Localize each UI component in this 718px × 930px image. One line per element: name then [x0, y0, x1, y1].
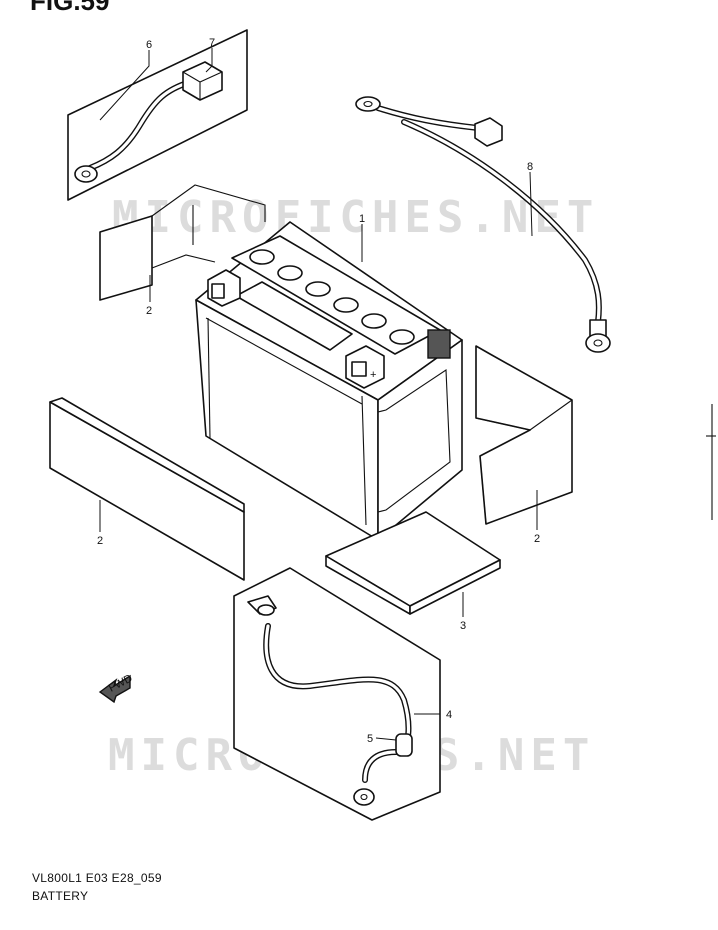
battery-vent-caps	[249, 249, 415, 345]
svg-text:+: +	[370, 369, 376, 381]
ring-terminal-bottom	[585, 333, 611, 353]
fwd-arrow-icon: FWD	[98, 672, 135, 704]
part-3-pad[interactable]	[325, 511, 501, 615]
diagram-code: VL800L1 E03 E28_059	[32, 871, 162, 885]
callout-2-upper: 2	[146, 305, 152, 317]
part-1-battery[interactable]: +	[195, 221, 463, 541]
part-5-boot	[395, 733, 413, 757]
callout-1: 1	[359, 213, 365, 225]
part-2-upper-pad[interactable]	[99, 184, 266, 301]
callout-2-left: 2	[97, 535, 103, 547]
ring-terminal-top	[355, 96, 381, 112]
diagram-name: BATTERY	[32, 889, 89, 903]
callout-8: 8	[527, 161, 533, 173]
part-8-cable[interactable]	[355, 96, 611, 353]
part-2-right-cover[interactable]	[475, 345, 573, 525]
callout-5: 5	[367, 733, 373, 745]
battery-terminal-negative	[207, 269, 241, 307]
callout-2-right: 2	[534, 533, 540, 545]
part-6-group[interactable]	[67, 29, 248, 201]
watermark-top: MICROFICHES.NET	[112, 192, 599, 243]
part-2-left-pad[interactable]	[49, 397, 245, 581]
battery-terminal-positive: +	[345, 345, 385, 389]
connector	[474, 117, 503, 147]
part-4-group[interactable]	[233, 567, 441, 821]
figure-title: FIG.59	[30, 0, 110, 16]
callout-7: 7	[209, 37, 215, 49]
part-7-connector[interactable]	[182, 61, 223, 101]
ring-terminal	[74, 165, 98, 183]
callout-6: 6	[146, 39, 152, 51]
battery-right-face	[377, 339, 463, 541]
callout-4: 4	[446, 709, 452, 721]
callout-3: 3	[460, 620, 466, 632]
ring-terminal	[353, 788, 375, 806]
